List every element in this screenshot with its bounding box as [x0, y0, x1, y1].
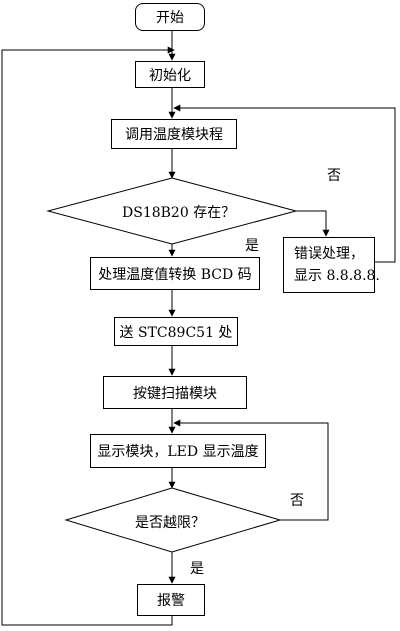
branch-yes-label-1: 是	[245, 238, 259, 254]
arrow-limit-loop	[173, 419, 329, 521]
send-stc-label: 送 STC89C51 处	[119, 324, 233, 341]
key-scan-box: 按键扫描模块	[103, 376, 247, 409]
alarm-label: 报警	[157, 593, 185, 609]
branch-yes-label-2: 是	[190, 561, 204, 577]
error-line1: 错误处理，	[294, 246, 364, 262]
alarm-box: 报警	[137, 584, 205, 616]
call-temp-module-box: 调用温度模块程	[111, 119, 237, 149]
decision-limit-label: 是否越限？	[135, 515, 205, 531]
init-box: 初始化	[135, 61, 205, 88]
key-scan-label: 按键扫描模块	[133, 385, 217, 402]
branch-no-label-2: 否	[290, 493, 304, 509]
decision-ds18b20-label: DS18B20 存在？	[122, 205, 236, 221]
display-module-box: 显示模块，LED 显示温度	[90, 434, 266, 468]
branch-no-label-1: 否	[327, 168, 341, 184]
arrow-decision-to-error	[296, 210, 330, 237]
bcd-convert-label: 处理温度值转换 BCD 码	[98, 266, 252, 283]
error-handling-box: 错误处理， 显示 8.8.8.8.	[283, 237, 380, 293]
send-stc-box: 送 STC89C51 处	[114, 317, 238, 346]
error-line2: 显示 8.8.8.8.	[294, 268, 380, 284]
arrow-error-loop	[173, 104, 396, 263]
call-temp-module-label: 调用温度模块程	[125, 127, 223, 143]
bcd-convert-box: 处理温度值转换 BCD 码	[90, 257, 260, 290]
arrow-alarm-loop	[1, 46, 175, 626]
init-label: 初始化	[149, 67, 191, 84]
start-label: 开始	[156, 10, 184, 26]
start-terminal: 开始	[135, 3, 205, 31]
display-module-label: 显示模块，LED 显示温度	[97, 444, 259, 460]
